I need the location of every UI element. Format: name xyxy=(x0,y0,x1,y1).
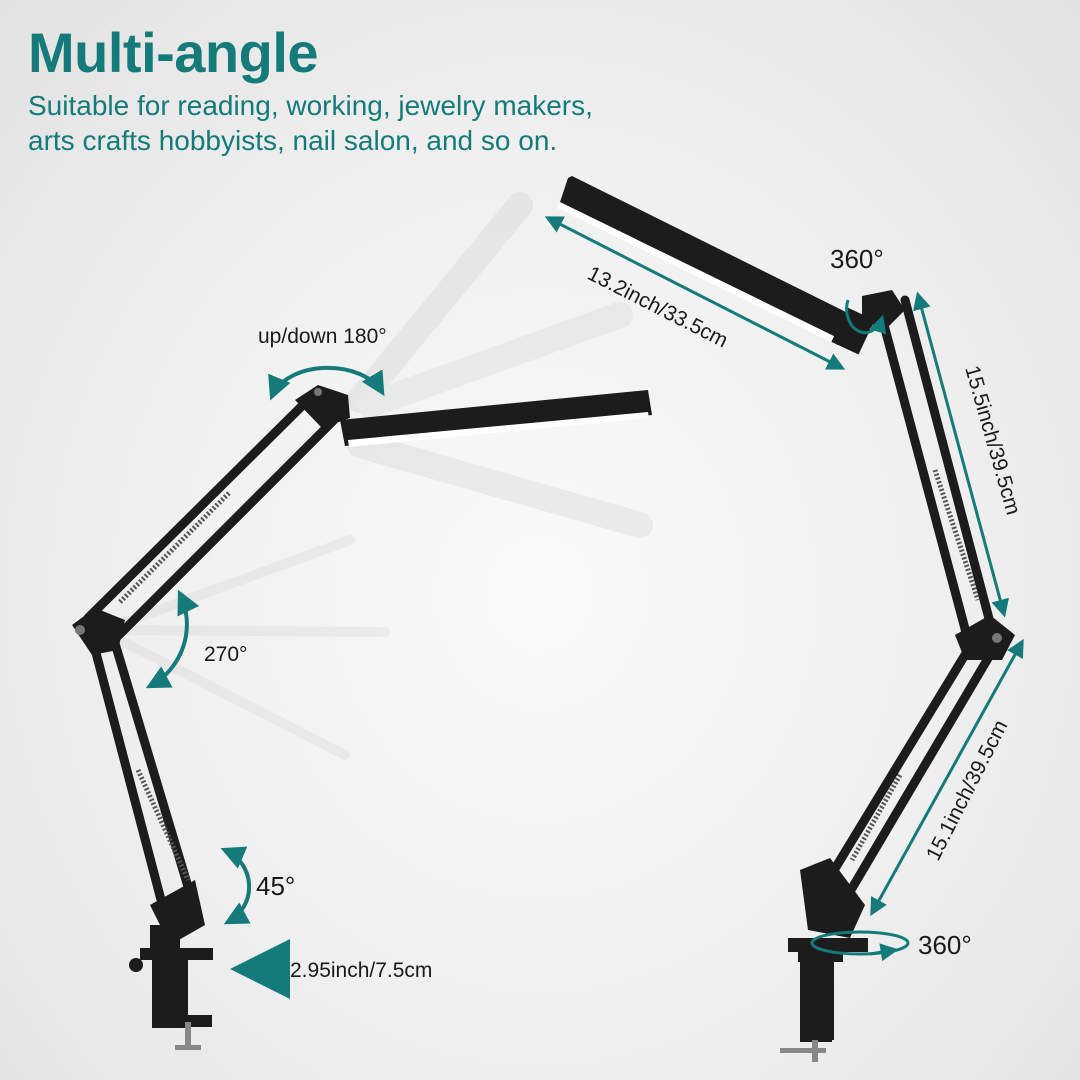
right-arm-upper xyxy=(875,295,997,645)
left-clamp xyxy=(129,880,213,1050)
lower-arm-dimension xyxy=(870,638,1024,917)
subtitle-line-2: arts crafts hobbyists, nail salon, and s… xyxy=(28,125,558,156)
upper-arm-dimension xyxy=(913,291,1009,618)
up-down-arrow xyxy=(268,365,385,401)
left-elbow-joint xyxy=(72,608,125,655)
clamp-size-label: 2.95inch/7.5cm xyxy=(290,959,432,982)
base-angle-label: 45° xyxy=(256,871,295,901)
left-lamp: up/down 180° 270° 45° 2.95inch/7.5cm xyxy=(72,192,653,1050)
left-arm-upper xyxy=(83,393,339,647)
head-rotation-label: 360° xyxy=(830,244,884,274)
page-title: Multi-angle xyxy=(28,21,319,84)
base-tilt-arrow xyxy=(220,846,252,925)
elbow-rotation-arrow xyxy=(145,589,200,689)
head-rotation-arrow xyxy=(845,299,887,335)
base-rotation-label: 360° xyxy=(918,930,972,960)
bar-length-dimension xyxy=(544,216,846,370)
elbow-angle-label: 270° xyxy=(204,643,247,666)
right-clamp xyxy=(780,858,868,1062)
left-arm-lower xyxy=(85,625,197,920)
head-angle-label: up/down 180° xyxy=(258,325,387,348)
ghost-positions xyxy=(105,192,653,760)
left-lamp-head xyxy=(340,390,652,447)
page-subtitle: Suitable for reading, working, jewelry m… xyxy=(28,88,728,158)
upper-arm-length-label: 15.5inch/39.5cm xyxy=(960,363,1025,517)
subtitle-line-1: Suitable for reading, working, jewelry m… xyxy=(28,90,593,121)
base-rotation-ring xyxy=(810,930,910,956)
